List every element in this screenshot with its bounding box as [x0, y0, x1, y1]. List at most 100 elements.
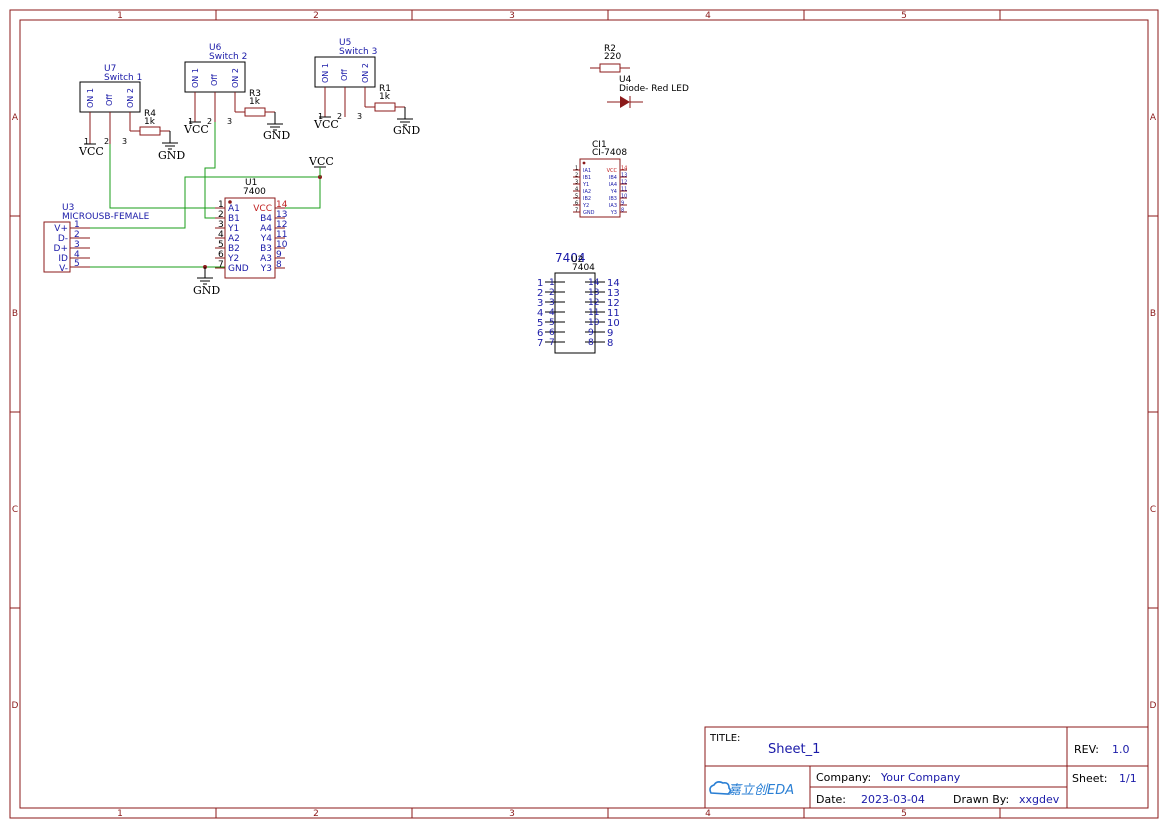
u6-ref: U6	[209, 43, 222, 53]
resistor-r4[interactable]: R4 1k	[130, 109, 171, 143]
u1-right-num: 8	[276, 260, 282, 270]
u1-ref: U1	[245, 178, 257, 188]
u7-pin-on2: ON 2	[126, 88, 135, 108]
u2-left-num-outer: 2	[537, 288, 543, 299]
u2-left-num-outer: 6	[537, 328, 543, 339]
ci1-right-num: 14	[621, 166, 627, 172]
gnd-label: GND	[193, 284, 220, 297]
u5-pin-off: Off	[340, 69, 349, 81]
u1-right-pin: B4	[260, 214, 272, 224]
gnd-symbols: GND GND GND GND	[158, 118, 420, 297]
r4-value: 1k	[144, 117, 156, 127]
grid-bottom-5: 5	[901, 809, 907, 819]
u2-right-num-outer: 14	[607, 278, 620, 289]
grid-top-5: 5	[901, 11, 907, 21]
u1-value: 7400	[243, 187, 266, 197]
ci1-right-pin: IB4	[609, 175, 617, 181]
u1-left-num: 7	[218, 260, 224, 270]
microusb-u3[interactable]: U3 MICROUSB-FEMALE V+ D- D+ ID V- 1 2 3 …	[43, 203, 150, 274]
u1-left-pin: A2	[228, 234, 240, 244]
ci1-right-num: 11	[621, 187, 627, 193]
u1-right-pin: VCC	[253, 204, 272, 214]
r4-ref: R4	[144, 109, 156, 119]
grid-top-2: 2	[313, 11, 319, 21]
u2-left-num-inner: 7	[549, 338, 555, 348]
ci1-right-pin: Y3	[610, 210, 617, 216]
gnd-label: GND	[263, 129, 290, 142]
wires	[70, 122, 321, 268]
u5-ref: U5	[339, 38, 351, 48]
u2-right-num-inner: 10	[588, 318, 600, 328]
vcc-label: VCC	[313, 118, 339, 131]
grid-bottom-3: 3	[509, 809, 515, 819]
ci1-left-pin: IB1	[583, 175, 591, 181]
ci1-right-pin: IA3	[609, 203, 617, 209]
sheet-label: Sheet:	[1072, 772, 1108, 785]
u2-left-num-inner: 1	[549, 278, 555, 288]
u1-left-pin: B2	[228, 244, 240, 254]
u7-num-1: 1	[84, 137, 89, 146]
gnd-label: GND	[393, 124, 420, 137]
u1-left-num: 2	[218, 210, 224, 220]
r3-ref: R3	[249, 89, 261, 99]
r1-ref: R1	[379, 84, 391, 94]
ci1-ref: CI1	[592, 140, 607, 150]
u2-right-num-inner: 14	[588, 278, 600, 288]
sheet-frame	[9, 9, 1159, 819]
u5-pin-on1: ON 1	[321, 63, 330, 83]
grid-right-c: C	[1150, 505, 1156, 515]
u2-right-num-outer: 13	[607, 288, 620, 299]
u1-right-num: 14	[276, 200, 288, 210]
ci1-right-pin: Y4	[610, 189, 617, 195]
u7-pin-off: Off	[105, 94, 114, 106]
led-u4[interactable]: U4 Diode- Red LED	[607, 75, 689, 108]
switch-u5[interactable]: U5 Switch 3 ON 1 Off ON 2 1 2 3	[314, 38, 377, 121]
ci1-left-num: 1	[575, 166, 578, 172]
r2-ref: R2	[604, 44, 616, 54]
resistor-r3[interactable]: R3 1k	[235, 89, 276, 124]
ci1-right-pin: IA4	[609, 182, 617, 188]
u3-pin-dplus: D+	[54, 244, 68, 254]
switch-u7[interactable]: U7 Switch 1 ON 1 Off ON 2 1 2 3	[79, 64, 142, 146]
u2-big-label: 7404	[555, 251, 586, 265]
switch-u6[interactable]: U6 Switch 2 ON 1 Off ON 2 1 2 3	[184, 43, 247, 126]
ci1-right-num: 10	[621, 194, 627, 200]
ci1-left-num: 3	[575, 180, 578, 186]
vcc-label: VCC	[308, 155, 334, 168]
u2-right-num-outer: 9	[607, 328, 613, 339]
resistor-r1[interactable]: R1 1k	[365, 84, 406, 119]
rev-label: REV:	[1074, 743, 1099, 756]
u6-pin-on1: ON 1	[191, 68, 200, 88]
r1-value: 1k	[379, 92, 391, 102]
ci1-left-num: 7	[575, 208, 578, 214]
ci1-left-num: 4	[575, 187, 578, 193]
sheet-value: 1/1	[1119, 772, 1137, 785]
u2-left-num-inner: 3	[549, 298, 555, 308]
u3-num-3: 3	[74, 240, 80, 250]
gnd-label: GND	[158, 149, 185, 162]
u3-num-2: 2	[74, 230, 80, 240]
grid-top-3: 3	[509, 11, 515, 21]
u5-num-3: 3	[357, 112, 362, 121]
u7-pin-on1: ON 1	[86, 88, 95, 108]
ci1-right-num: 13	[621, 173, 627, 179]
date-value: 2023-03-04	[861, 793, 925, 806]
u1-left-num: 4	[218, 230, 224, 240]
u1-right-num: 11	[276, 230, 287, 240]
u1-right-num: 9	[276, 250, 282, 260]
ci1-right-pin: VCC	[607, 168, 618, 174]
resistor-r2[interactable]: R2 220	[590, 44, 630, 73]
u2-left-num-outer: 7	[537, 338, 543, 349]
grid-bottom-2: 2	[313, 809, 319, 819]
ci1-left-num: 2	[575, 173, 578, 179]
u5-value: Switch 3	[339, 47, 377, 57]
u1-left-pin: GND	[228, 264, 249, 274]
r2-value: 220	[604, 52, 621, 62]
title-block	[704, 726, 1149, 809]
ci1-right-num: 8	[621, 208, 624, 214]
u4-value: Diode- Red LED	[619, 84, 689, 94]
